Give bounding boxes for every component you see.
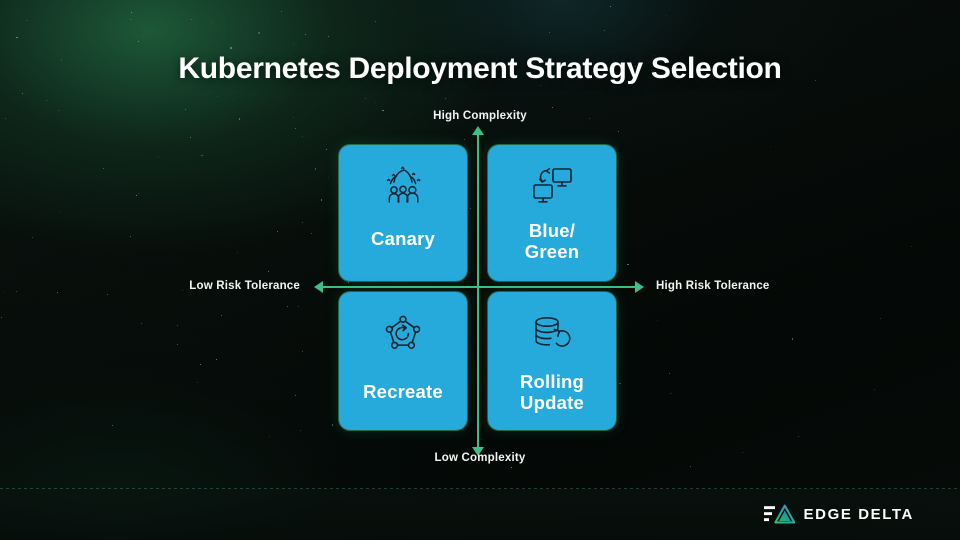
database-refresh-icon <box>529 312 575 354</box>
footer-divider <box>0 488 960 489</box>
quadrant-label-line2: Update <box>520 391 584 413</box>
pentagon-network-refresh-icon <box>380 312 426 354</box>
axis-label-high-risk-tolerance: High Risk Tolerance <box>656 280 770 292</box>
axis-label-low-risk-tolerance: Low Risk Tolerance <box>189 280 300 292</box>
quadrant-card-canary[interactable]: Canary <box>339 145 467 281</box>
quadrant-label-rolling-update: Rolling Update <box>514 371 590 413</box>
quadrant-card-rolling-update[interactable]: Rolling Update <box>488 292 616 430</box>
brand-logo: EDGE DELTA <box>763 503 914 525</box>
axis-label-high-complexity: High Complexity <box>433 110 527 122</box>
celebration-people-icon <box>380 165 426 207</box>
quadrant-label-blue-green: Blue/ Green <box>519 220 585 262</box>
quadrant-label-line1: Rolling <box>519 371 585 392</box>
vertical-axis-line <box>477 132 479 450</box>
arrow-left-icon <box>314 281 323 293</box>
axis-label-low-complexity: Low Complexity <box>434 452 526 464</box>
arrow-right-icon <box>635 281 644 293</box>
quadrant-card-blue-green[interactable]: Blue/ Green <box>488 145 616 281</box>
page-title: Kubernetes Deployment Strategy Selection <box>178 52 782 85</box>
quadrant-label-recreate: Recreate <box>363 381 443 402</box>
quadrant-card-recreate[interactable]: Recreate <box>339 292 467 430</box>
edge-delta-logo-icon <box>763 504 795 524</box>
arrow-down-icon <box>472 447 484 456</box>
horizontal-axis-line-right <box>478 286 638 288</box>
quadrant-label-line1: Blue/ <box>528 220 576 241</box>
arrow-up-icon <box>472 126 484 135</box>
horizontal-axis-line-left <box>318 286 478 288</box>
two-monitors-swap-icon <box>529 165 575 207</box>
quadrant-label-canary: Canary <box>371 228 435 249</box>
footer-bar <box>0 489 960 540</box>
brand-name: EDGE DELTA <box>803 505 914 523</box>
quadrant-label-line2: Green <box>524 240 580 262</box>
